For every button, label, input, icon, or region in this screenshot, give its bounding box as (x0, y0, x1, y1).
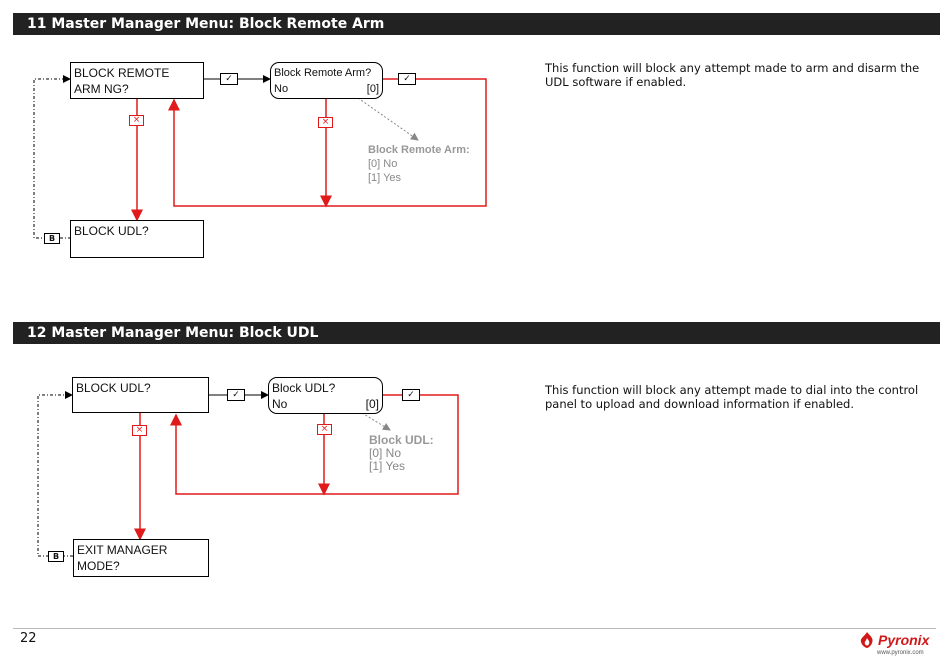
prompt-question: Block UDL? (272, 381, 336, 395)
options-title: Block Remote Arm: (368, 144, 470, 156)
option-item: [1] Yes (368, 172, 402, 184)
cancel-key: × (318, 117, 333, 128)
section-12-header: 12 Master Manager Menu: Block UDL (13, 322, 940, 344)
confirm-key: ✓ (402, 389, 420, 401)
confirm-key: ✓ (220, 73, 238, 85)
cancel-key: × (317, 424, 332, 435)
brand-url: www.pyronix.com (877, 650, 924, 656)
prompt-value: No (272, 397, 288, 411)
menu-line-2: ARM NG? (74, 82, 129, 96)
brand-name: Pyronix (878, 632, 930, 648)
prompt-block-udl: Block UDL? No [0] (268, 377, 383, 414)
menu-line-1: BLOCK REMOTE (74, 66, 170, 80)
option-item: [1] Yes (369, 459, 406, 473)
cancel-key: × (129, 115, 144, 126)
menu-block-udl: BLOCK UDL? (70, 220, 204, 258)
menu-line-1: BLOCK UDL? (74, 224, 149, 238)
options-legend: Block Remote Arm: [0] No [1] Yes (368, 143, 470, 185)
menu-exit-manager-mode: EXIT MANAGER MODE? (73, 539, 209, 577)
confirm-key: ✓ (227, 389, 245, 401)
menu-block-remote-arming: BLOCK REMOTE ARM NG? (70, 62, 204, 99)
prompt-code: [0] (365, 397, 379, 411)
back-key: B (44, 233, 60, 244)
menu-line-2: MODE? (77, 559, 120, 573)
menu-line-1: EXIT MANAGER (77, 543, 168, 557)
pyronix-logo-icon (860, 632, 873, 648)
menu-block-udl: BLOCK UDL? (72, 377, 209, 413)
prompt-value: No (274, 83, 289, 95)
section-11-description: This function will block any attempt mad… (545, 61, 920, 89)
section-12-description: This function will block any attempt mad… (545, 383, 919, 411)
confirm-key: ✓ (398, 73, 416, 85)
menu-line-1: BLOCK UDL? (76, 381, 151, 395)
option-item: [0] No (369, 446, 402, 460)
back-key: B (48, 551, 64, 562)
cancel-key: × (132, 425, 147, 436)
section-12-connectors (37, 391, 459, 557)
section-11-header: 11 Master Manager Menu: Block Remote Arm (13, 13, 940, 35)
prompt-block-remote-arm: Block Remote Arm? No [0] (270, 62, 383, 99)
prompt-question: Block Remote Arm? (274, 67, 372, 79)
options-legend: Block UDL: [0] No [1] Yes (369, 434, 434, 473)
option-item: [0] No (368, 158, 398, 170)
prompt-code: [0] (366, 83, 379, 95)
options-title: Block UDL: (369, 433, 434, 447)
footer-rule (13, 628, 936, 629)
page-number: 22 (20, 631, 37, 646)
